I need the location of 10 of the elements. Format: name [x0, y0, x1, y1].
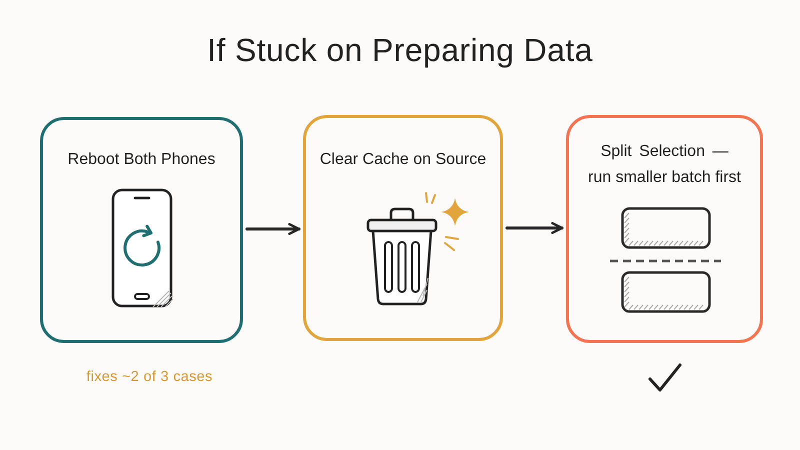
step-box — [40, 117, 243, 343]
arrow — [506, 222, 564, 234]
step-box — [303, 115, 503, 341]
step-title: Reboot Both Phones — [68, 150, 216, 170]
step-title: Clear Cache on Source — [320, 150, 486, 170]
step-note: fixes ~2 of 3 cases — [86, 368, 213, 387]
step-box — [566, 115, 763, 343]
diagram-title: If Stuck on Preparing Data — [207, 31, 593, 70]
step-title: Split Selection — run smaller batch first — [587, 142, 742, 188]
arrow — [246, 223, 300, 235]
